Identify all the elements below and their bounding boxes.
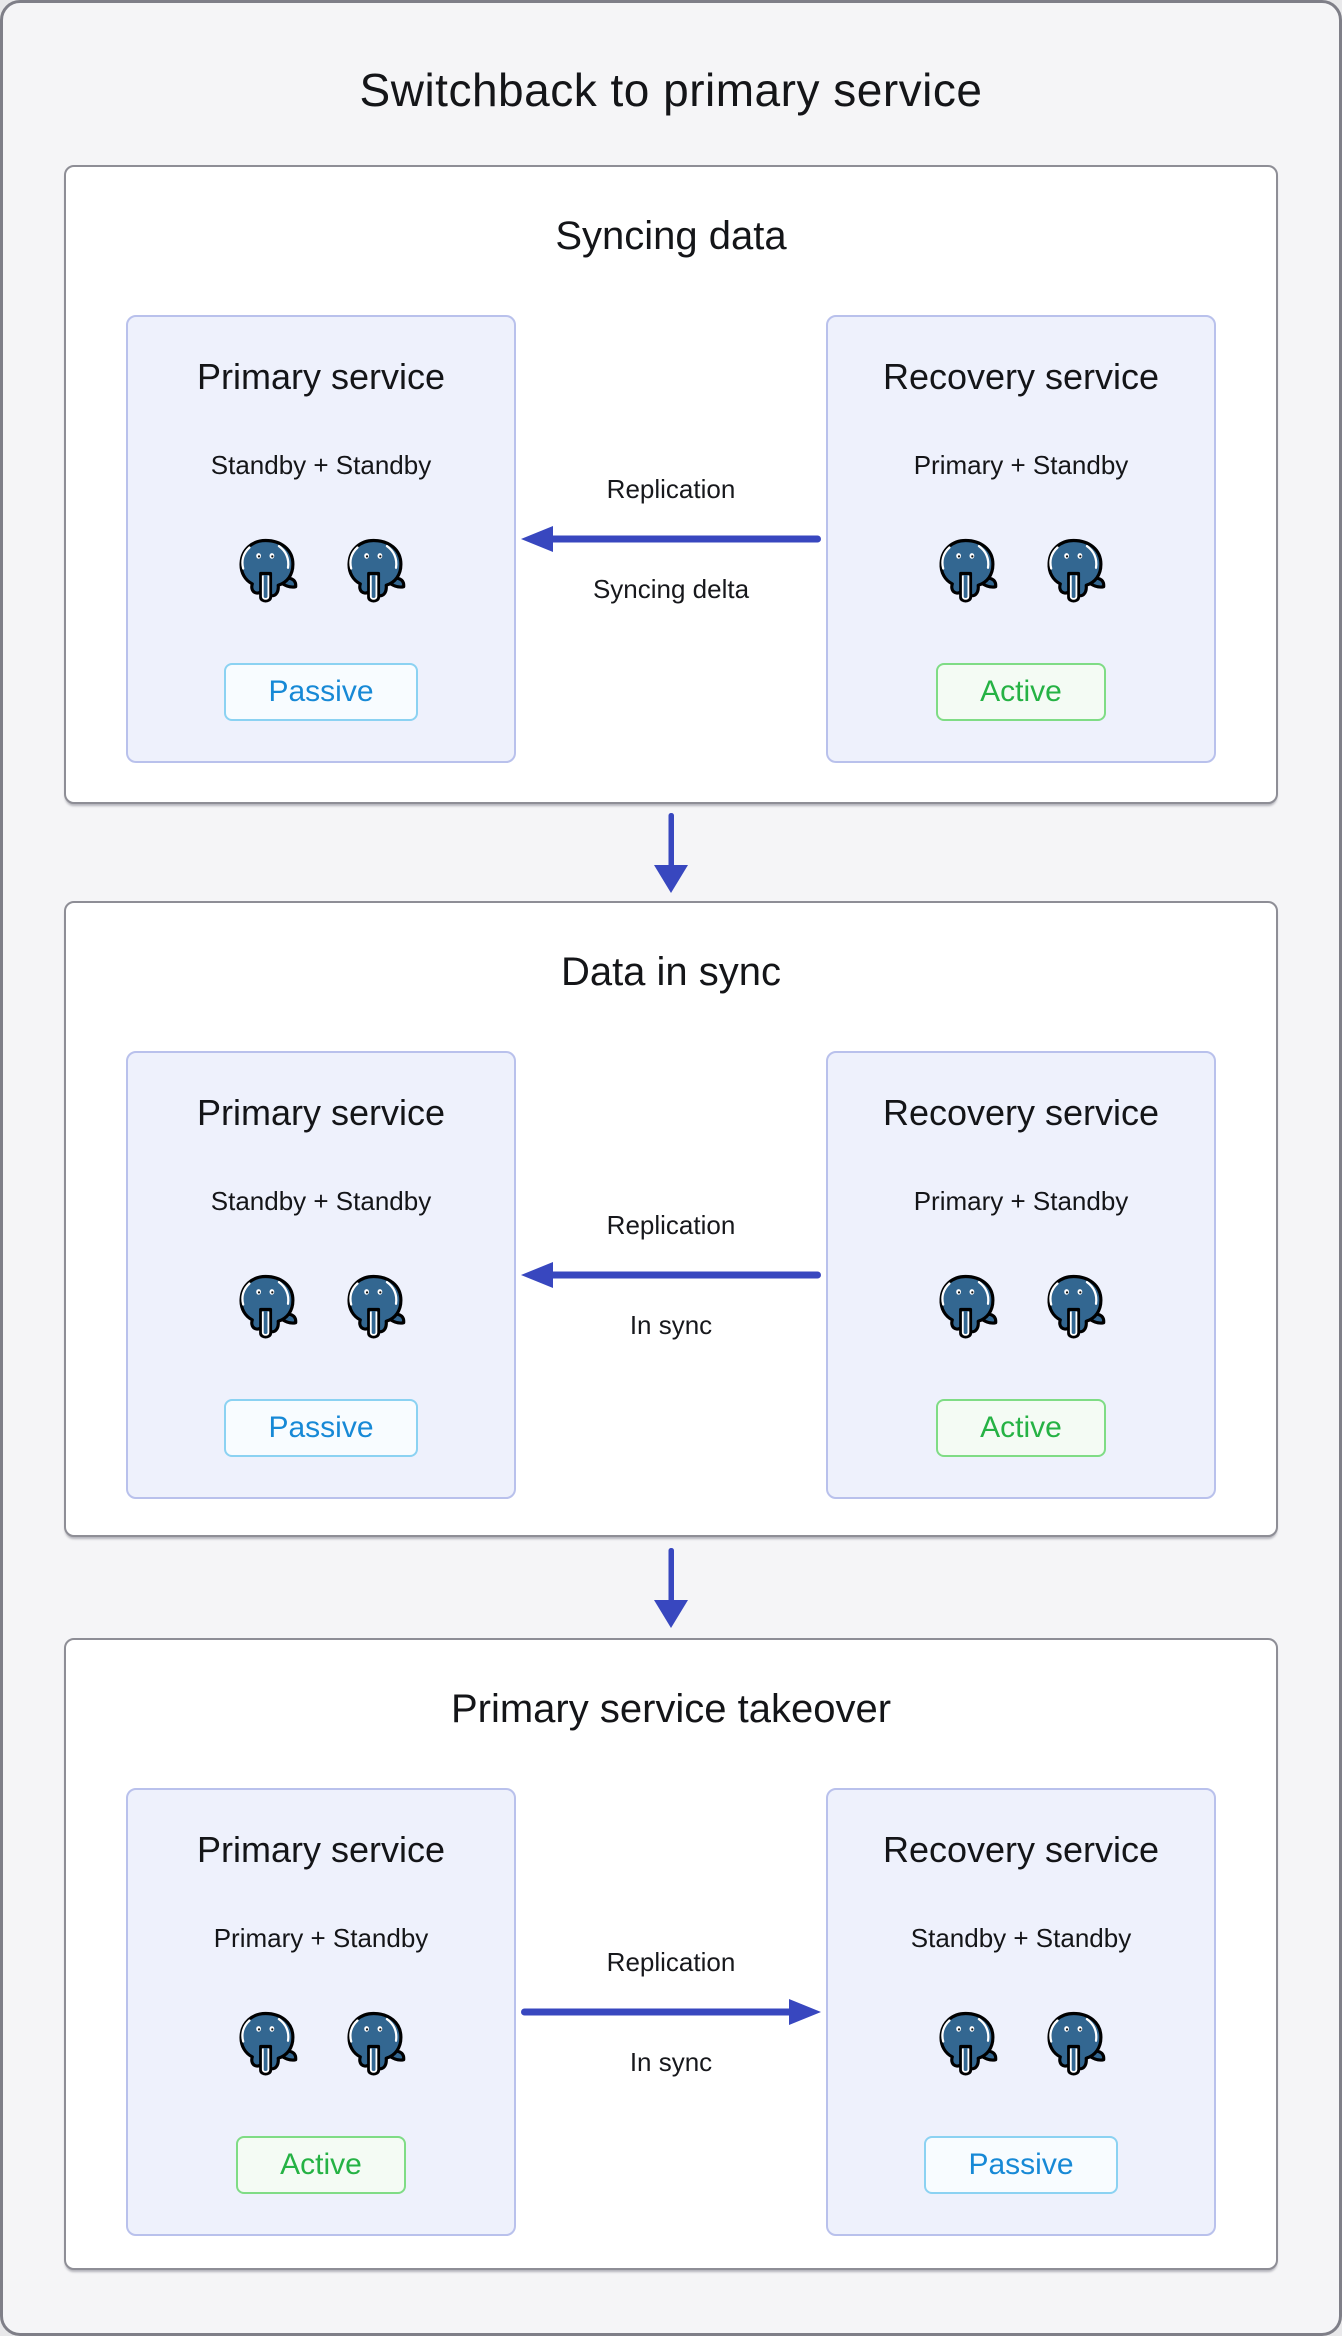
status-badge: Passive <box>224 663 418 721</box>
database-icons <box>232 1273 410 1343</box>
service-title: Primary service <box>196 1092 446 1133</box>
stage-panel-primary-takeover: Primary service takeover Primary service… <box>64 1638 1278 2270</box>
postgresql-elephant-icon <box>239 2011 298 2076</box>
stage-panel-data-in-sync: Data in sync Primary service Standby + S… <box>64 901 1278 1537</box>
replication-status: In sync <box>629 2047 713 2077</box>
primary-service-card: Primary service Primary + Standby Active <box>126 1788 516 2236</box>
recovery-service-card: Recovery service Standby + Standby Passi… <box>826 1788 1216 2236</box>
stage-heading: Primary service takeover <box>450 1687 892 1731</box>
status-badge: Active <box>236 2136 406 2194</box>
status-badge: Passive <box>924 2136 1118 2194</box>
database-icons <box>232 2010 410 2080</box>
service-title: Primary service <box>196 1829 446 1870</box>
service-roles: Primary + Standby <box>913 1186 1129 1216</box>
service-title: Recovery service <box>882 1829 1160 1870</box>
replication-status: Syncing delta <box>592 574 750 604</box>
postgresql-elephant-icon <box>1047 2011 1106 2076</box>
service-title: Recovery service <box>882 1092 1160 1133</box>
service-title: Recovery service <box>882 356 1160 397</box>
stage-body: Primary service Primary + Standby Active… <box>126 1788 1216 2236</box>
status-badge: Active <box>936 1399 1106 1457</box>
service-roles: Standby + Standby <box>210 450 432 480</box>
service-roles: Primary + Standby <box>913 450 1129 480</box>
replication-label: Replication <box>606 1947 736 1977</box>
replication-arrow-group: Replication In sync <box>516 1946 826 2078</box>
replication-arrow-group: Replication In sync <box>516 1209 826 1341</box>
stage-body: Primary service Standby + Standby Passiv… <box>126 315 1216 763</box>
postgresql-elephant-icon <box>239 1274 298 1339</box>
primary-service-card: Primary service Standby + Standby Passiv… <box>126 315 516 763</box>
database-icons <box>232 537 410 607</box>
stage-heading: Data in sync <box>560 950 782 994</box>
page-title: Switchback to primary service <box>359 64 983 116</box>
service-roles: Primary + Standby <box>213 1923 429 1953</box>
postgresql-elephant-icon <box>239 538 298 603</box>
postgresql-elephant-icon <box>347 538 406 603</box>
database-icons <box>932 537 1110 607</box>
primary-service-card: Primary service Standby + Standby Passiv… <box>126 1051 516 1499</box>
stage-heading: Syncing data <box>555 214 787 258</box>
postgresql-elephant-icon <box>1047 1274 1106 1339</box>
stage-body: Primary service Standby + Standby Passiv… <box>126 1051 1216 1499</box>
service-title: Primary service <box>196 356 446 397</box>
replication-arrow-group: Replication Syncing delta <box>516 473 826 605</box>
stage-transition <box>3 1537 1339 1638</box>
postgresql-elephant-icon <box>939 538 998 603</box>
replication-status: In sync <box>629 1310 713 1340</box>
replication-arrow-icon <box>521 1262 821 1288</box>
replication-label: Replication <box>606 474 736 504</box>
service-roles: Standby + Standby <box>910 1923 1132 1953</box>
service-roles: Standby + Standby <box>210 1186 432 1216</box>
postgresql-elephant-icon <box>939 1274 998 1339</box>
stage-panel-syncing-data: Syncing data Primary service Standby + S… <box>64 165 1278 804</box>
recovery-service-card: Recovery service Primary + Standby Activ… <box>826 315 1216 763</box>
postgresql-elephant-icon <box>939 2011 998 2076</box>
postgresql-elephant-icon <box>347 1274 406 1339</box>
down-arrow-icon <box>654 812 688 893</box>
stage-transition <box>3 804 1339 901</box>
database-icons <box>932 1273 1110 1343</box>
postgresql-elephant-icon <box>347 2011 406 2076</box>
down-arrow-icon <box>654 1547 688 1628</box>
status-badge: Active <box>936 663 1106 721</box>
database-icons <box>932 2010 1110 2080</box>
replication-arrow-icon <box>521 526 821 552</box>
replication-arrow-icon <box>521 1999 821 2025</box>
postgresql-elephant-icon <box>1047 538 1106 603</box>
replication-label: Replication <box>606 1210 736 1240</box>
status-badge: Passive <box>224 1399 418 1457</box>
recovery-service-card: Recovery service Primary + Standby Activ… <box>826 1051 1216 1499</box>
